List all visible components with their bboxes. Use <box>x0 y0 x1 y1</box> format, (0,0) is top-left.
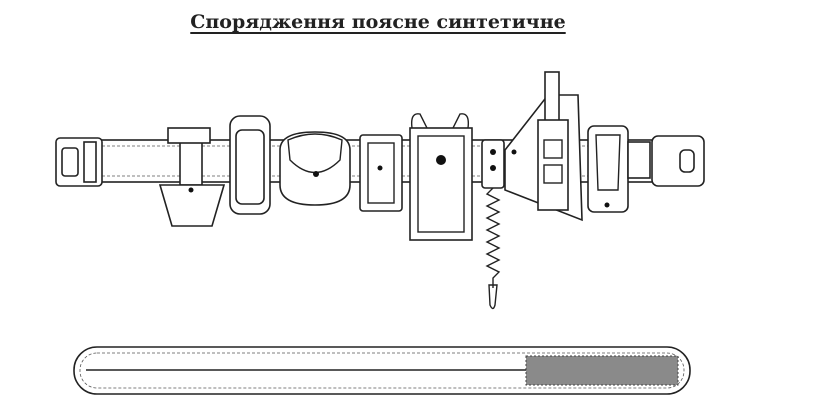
round-pouch <box>279 131 351 206</box>
small-holster <box>587 125 629 213</box>
tray-pouch <box>158 127 226 227</box>
baton-holder <box>504 71 583 222</box>
handcuff-case <box>229 115 271 215</box>
key-clip-cord <box>481 139 505 310</box>
spare-strap <box>73 346 691 395</box>
left-buckle <box>55 137 103 187</box>
page-title: Спорядження поясне синтетичне <box>190 11 566 33</box>
right-buckle <box>627 135 705 187</box>
radio-holder <box>409 113 473 241</box>
phone-pouch <box>359 134 403 212</box>
